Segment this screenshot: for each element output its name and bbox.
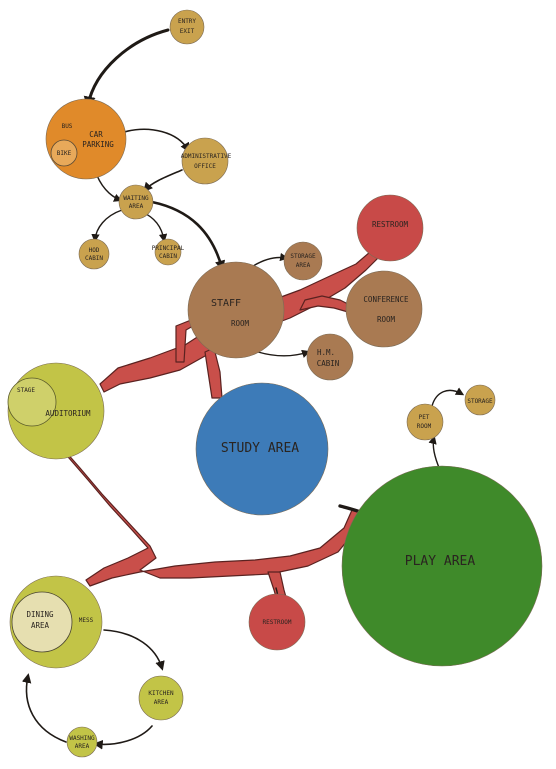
stage-bubble[interactable] xyxy=(7,377,57,427)
restroom-top-bubble[interactable] xyxy=(356,194,424,262)
right-cabin-bubble[interactable] xyxy=(154,238,182,266)
conference-room-label-1: CONFERENCE xyxy=(363,295,409,304)
storage-area-label-1: STORAGE xyxy=(290,253,316,260)
waiting-area-label-2: AREA xyxy=(129,203,144,210)
hm-cabin-bubble[interactable] xyxy=(306,333,354,381)
kitchen-to-washing-arrow xyxy=(93,725,153,750)
pet-to-storage-arrow xyxy=(431,387,465,407)
kitchen-area-label-1: KITCHEN xyxy=(148,690,174,697)
staff-room-label-1: STAFF xyxy=(211,298,241,309)
storage-top-label: STORAGE xyxy=(467,398,493,405)
storage-area-bubble[interactable] xyxy=(283,241,323,281)
play-to-pet-arrow xyxy=(428,435,441,471)
administrative-office-bubble[interactable] xyxy=(181,137,229,185)
study-area-label: STUDY AREA xyxy=(221,441,299,456)
bike-bubble[interactable] xyxy=(50,139,78,167)
admin-office-label-1: ADMINISTRATIVE xyxy=(181,153,232,160)
entry-label-1: ENTRY xyxy=(178,18,196,25)
study-area-bubble[interactable] xyxy=(195,382,329,516)
storage-top-bubble[interactable] xyxy=(464,384,496,416)
dining-to-kitchen-arrow xyxy=(103,629,165,671)
stage-label: STAGE xyxy=(17,387,35,394)
lower-spine-arrow xyxy=(61,449,363,587)
restroom-top-label: RESTROOM xyxy=(372,220,409,229)
washing-to-dining-arrow xyxy=(21,673,67,743)
pet-room-label-1: PET xyxy=(419,414,430,421)
left-cabin-label-2: CABIN xyxy=(85,255,103,262)
waiting-to-staff-arrow xyxy=(150,200,226,272)
conference-room-bubble[interactable] xyxy=(345,270,423,348)
play-area-bubble[interactable] xyxy=(341,465,543,667)
parking-to-admin-arrow xyxy=(123,128,190,153)
washing-area-label-1: WASHING xyxy=(69,735,95,742)
restroom-bottom-bubble[interactable] xyxy=(248,593,306,651)
waiting-to-left-cabin-arrow xyxy=(91,209,123,243)
labels: ENTRY EXIT CAR PARKING BUS BIKE ADMINIST… xyxy=(17,18,493,750)
storage-area-label-2: AREA xyxy=(296,262,311,269)
kitchen-area-bubble[interactable] xyxy=(138,675,184,721)
right-cabin-label-2: CABIN xyxy=(159,253,177,260)
staff-room-bubble[interactable] xyxy=(187,261,285,359)
bubbles xyxy=(7,9,543,758)
restroom-bottom-label: RESTROOM xyxy=(263,619,292,626)
car-parking-bubble[interactable] xyxy=(45,98,127,180)
play-area-label: PLAY AREA xyxy=(405,554,476,569)
admin-office-label-2: OFFICE xyxy=(194,163,216,170)
waiting-area-label-1: WAITING xyxy=(123,195,149,202)
study-branch-arrow xyxy=(204,347,223,399)
mess-bubble[interactable] xyxy=(11,591,73,653)
bike-label: BIKE xyxy=(57,150,72,157)
entry-label-2: EXIT xyxy=(180,28,195,35)
pet-room-bubble[interactable] xyxy=(406,403,444,441)
conference-room-label-2: ROOM xyxy=(377,315,396,324)
kitchen-area-label-2: AREA xyxy=(154,699,169,706)
staff-room-label-2: ROOM xyxy=(231,319,250,328)
left-cabin-label-1: HOD xyxy=(89,247,100,254)
right-cabin-label-1: PRINCIPAL xyxy=(152,245,185,252)
waiting-area-bubble[interactable] xyxy=(118,184,154,220)
entry-to-parking-arrow xyxy=(83,28,170,109)
washing-area-label-2: AREA xyxy=(75,743,90,750)
car-parking-label-2: PARKING xyxy=(82,140,114,149)
washing-area-bubble[interactable] xyxy=(66,726,98,758)
staff-to-hm-arrow xyxy=(257,349,311,358)
mess-label: MESS xyxy=(79,617,94,624)
pet-room-label-2: ROOM xyxy=(417,423,432,430)
left-cabin-bubble[interactable] xyxy=(78,238,110,270)
car-parking-label-1: CAR xyxy=(89,130,103,139)
hm-cabin-label-1: H.M. xyxy=(317,348,335,357)
admin-to-waiting-arrow xyxy=(143,169,183,193)
hm-cabin-label-2: CABIN xyxy=(317,359,340,368)
bus-label: BUS xyxy=(62,123,73,130)
entry-bubble[interactable] xyxy=(169,9,205,45)
dining-area-label-2: AREA xyxy=(31,621,50,630)
auditorium-label: AUDITORIUM xyxy=(45,409,91,418)
dining-area-label-1: DINING xyxy=(26,610,54,619)
